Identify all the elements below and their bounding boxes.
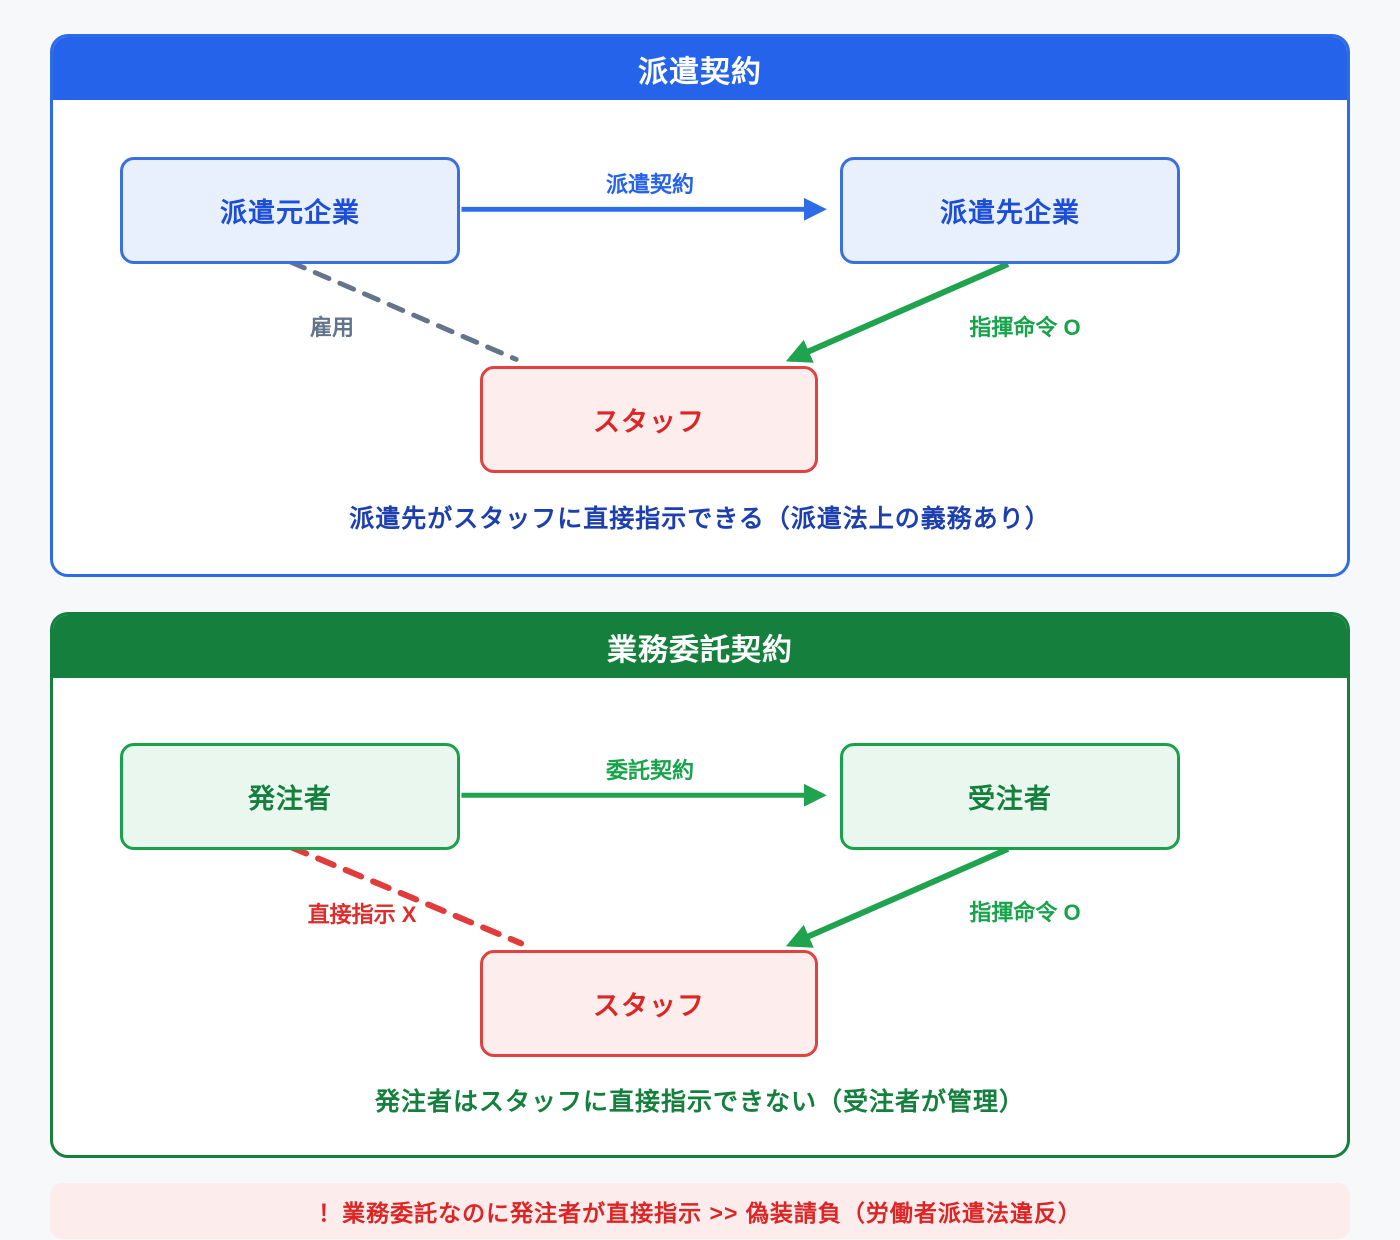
label-command-dispatch: 指揮命令 O <box>969 315 1081 340</box>
dispatch-panel-header: 派遣契約 <box>53 37 1347 100</box>
outsourcing-panel-header: 業務委託契約 <box>53 615 1347 678</box>
node-outsourcing-staff: スタッフ <box>480 950 818 1057</box>
outsourcing-contract-panel: 業務委託契約 発注者 受注者 <box>50 612 1350 1158</box>
label-employment: 雇用 <box>309 315 355 340</box>
label-outsourcing-contract: 委託契約 <box>605 758 695 783</box>
node-dispatch-staff: スタッフ <box>480 366 818 473</box>
node-dispatch-target: 派遣先企業 <box>840 157 1180 264</box>
warning-text: ！業務委託なのに発注者が直接指示 >> 偽装請負（労働者派遣法違反） <box>318 1200 1082 1226</box>
outsourcing-panel-title: 業務委託契約 <box>607 633 793 667</box>
label-dispatch-contract: 派遣契約 <box>605 172 695 197</box>
node-dispatch-target-label: 派遣先企業 <box>940 198 1080 228</box>
outsourcing-panel-body: 発注者 受注者 スタッフ 委託契約 直接指示 X 指揮命令 O 発注者はスタッフ… <box>53 678 1347 1155</box>
node-orderer-label: 発注者 <box>248 784 332 814</box>
dispatch-contract-panel: 派遣契約 派遣元企業 派遣先企業 <box>50 34 1350 577</box>
node-dispatch-staff-label: スタッフ <box>593 407 705 437</box>
node-contractor-label: 受注者 <box>968 784 1052 814</box>
node-dispatch-source: 派遣元企業 <box>120 157 460 264</box>
label-command-outsourcing: 指揮命令 O <box>969 900 1081 925</box>
dispatch-panel-title: 派遣契約 <box>638 55 762 89</box>
disguised-contracting-warning-banner: ！業務委託なのに発注者が直接指示 >> 偽装請負（労働者派遣法違反） <box>50 1183 1350 1239</box>
dispatch-panel-body: 派遣元企業 派遣先企業 スタッフ 派遣契約 雇用 指揮命令 O 派遣先がスタッフ… <box>53 100 1347 574</box>
node-outsourcing-staff-label: スタッフ <box>593 991 705 1021</box>
node-dispatch-source-label: 派遣元企業 <box>220 198 360 228</box>
outsourcing-panel-caption: 発注者はスタッフに直接指示できない（受注者が管理） <box>374 1088 1025 1116</box>
node-orderer: 発注者 <box>120 743 460 850</box>
node-contractor: 受注者 <box>840 743 1180 850</box>
dispatch-panel-caption: 派遣先がスタッフに直接指示できる（派遣法上の義務あり） <box>349 505 1051 533</box>
label-direct-instruction: 直接指示 X <box>307 902 417 927</box>
